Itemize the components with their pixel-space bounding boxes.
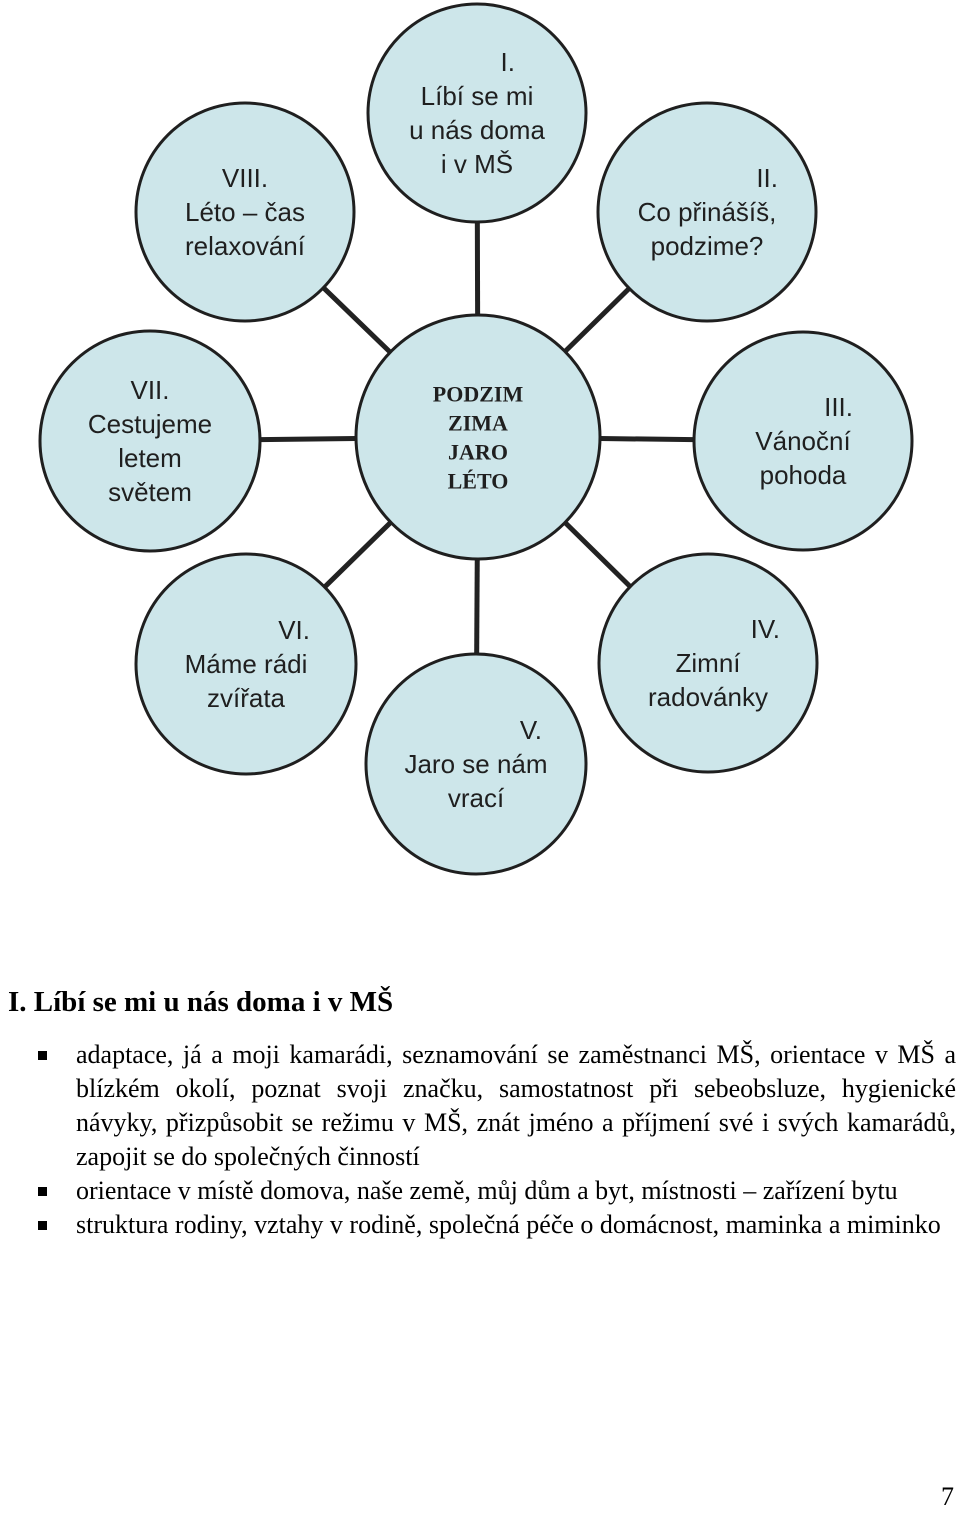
topic-label-line: Jaro se nám <box>404 749 547 779</box>
connector-line-vii <box>259 435 357 443</box>
topic-circle <box>134 552 358 776</box>
topic-number: VII. <box>130 375 169 405</box>
topic-diagram: PODZIM ZIMA JARO LÉTO I. Líbí se mi u nás doma… <box>38 2 914 876</box>
topic-circle <box>38 329 262 553</box>
topic-label-line: relaxování <box>185 231 306 261</box>
topic-node-iv: IV. Zimní radovánky <box>597 552 819 774</box>
square-bullet-icon <box>38 1221 47 1230</box>
topic-node-vi: VI. Máme rádi zvířata <box>134 552 358 776</box>
topic-number: I. <box>501 47 515 77</box>
list-item-text: adaptace, já a moji kamarádi, seznamován… <box>76 1040 956 1171</box>
topic-label-line: Máme rádi <box>185 649 308 679</box>
connector-line-v <box>474 558 480 655</box>
topic-label-line: radovánky <box>648 682 768 712</box>
square-bullet-icon <box>38 1051 47 1060</box>
topic-circle <box>692 330 914 552</box>
topic-circle <box>597 552 819 774</box>
center-label-line: LÉTO <box>448 469 509 494</box>
connector-line-iii <box>599 436 695 443</box>
topic-label-line: Cestujeme <box>88 409 212 439</box>
topic-number: IV. <box>751 614 780 644</box>
topic-circle <box>366 2 588 224</box>
list-item: struktura rodiny, vztahy v rodině, spole… <box>38 1208 956 1242</box>
square-bullet-icon <box>38 1187 47 1196</box>
topic-circle <box>364 652 588 876</box>
page-number: 7 <box>941 1482 954 1511</box>
connector-line-viii <box>321 285 392 355</box>
center-label-line: ZIMA <box>448 411 508 436</box>
topic-node-iii: III. Vánoční pohoda <box>692 330 914 552</box>
topic-label-line: vrací <box>448 783 505 813</box>
center-circle <box>354 313 602 561</box>
list-item: adaptace, já a moji kamarádi, seznamován… <box>38 1038 956 1174</box>
topic-number: V. <box>520 715 542 745</box>
center-node: PODZIM ZIMA JARO LÉTO <box>354 313 602 561</box>
connector-line-iv <box>563 520 633 589</box>
topic-number: III. <box>824 392 853 422</box>
topic-node-ii: II. Co přinášíš, podzime? <box>596 101 818 323</box>
topic-label-line: podzime? <box>651 231 764 261</box>
topic-label-line: letem <box>118 443 182 473</box>
connector-line-ii <box>563 286 632 354</box>
topic-label-line: Vánoční <box>755 426 851 456</box>
topic-label-line: pohoda <box>760 460 847 490</box>
topic-label-line: u nás doma <box>409 115 545 145</box>
topic-node-viii: VIII. Léto – čas relaxování <box>134 101 356 323</box>
topic-number: VI. <box>278 615 310 645</box>
topic-circle <box>134 101 356 323</box>
topic-circle <box>596 101 818 323</box>
topic-label-line: zvířata <box>207 683 286 713</box>
list-item-text: struktura rodiny, vztahy v rodině, spole… <box>76 1210 941 1239</box>
topic-number: II. <box>756 163 778 193</box>
topic-node-v: V. Jaro se nám vrací <box>364 652 588 876</box>
connector-line-vi <box>322 520 393 589</box>
topic-node-i: I. Líbí se mi u nás doma i v MŠ <box>366 2 588 224</box>
section-title: I. Líbí se mi u nás doma i v MŠ <box>8 986 394 1018</box>
topic-label-line: Zimní <box>676 648 742 678</box>
center-label-line: JARO <box>448 440 508 465</box>
center-label-line: PODZIM <box>433 382 524 407</box>
topic-label-line: Co přinášíš, <box>638 197 777 227</box>
topic-label-line: Léto – čas <box>185 197 305 227</box>
list-item: orientace v místě domova, naše země, můj… <box>38 1174 956 1208</box>
topic-node-vii: VII. Cestujeme letem světem <box>38 329 262 553</box>
topic-label-line: světem <box>108 477 192 507</box>
topic-label-line: Líbí se mi <box>421 81 534 111</box>
list-item-text: orientace v místě domova, naše země, můj… <box>76 1176 898 1205</box>
topic-number: VIII. <box>222 163 268 193</box>
topic-label-line: i v MŠ <box>441 149 513 179</box>
topic-list: adaptace, já a moji kamarádi, seznamován… <box>38 1038 956 1242</box>
